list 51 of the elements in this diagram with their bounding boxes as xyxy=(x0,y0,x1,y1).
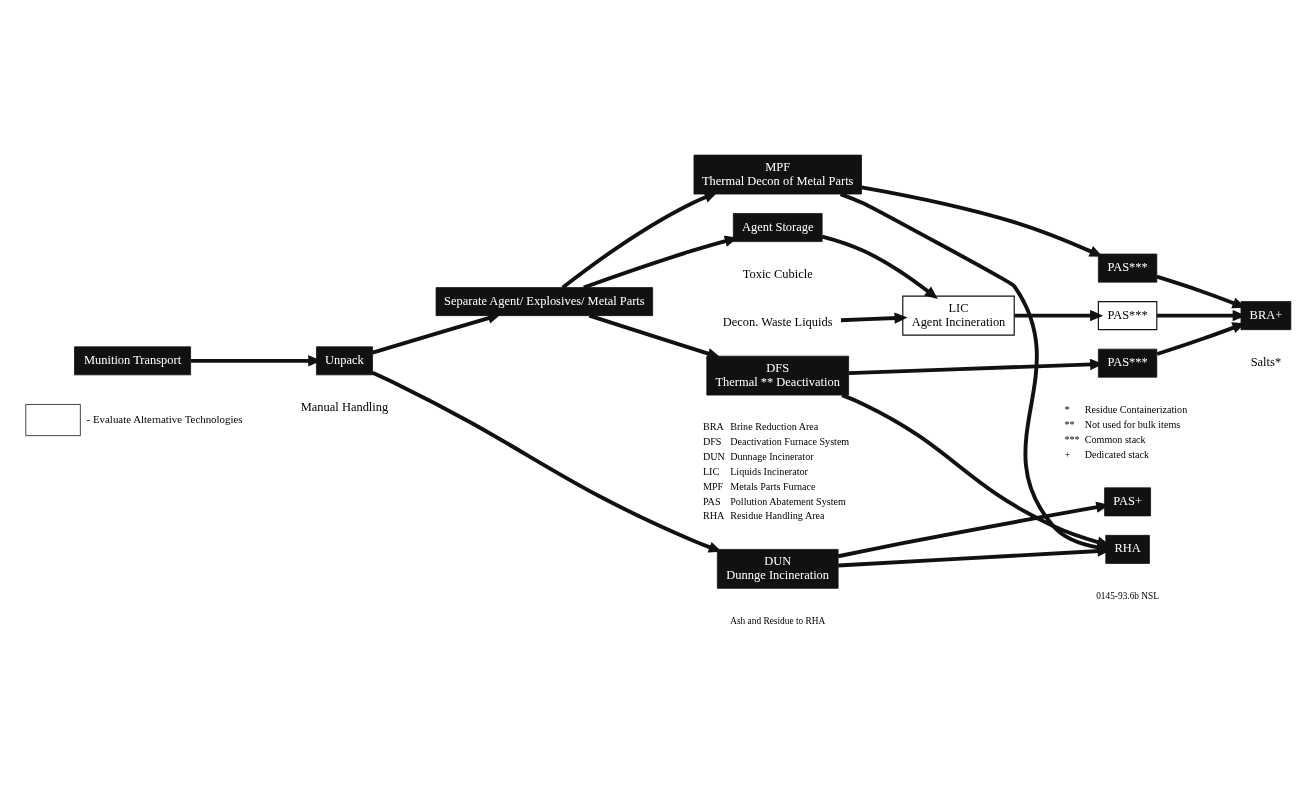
arrow xyxy=(372,312,501,354)
label: PAS xyxy=(702,495,721,507)
label: Residue Containerization xyxy=(1084,403,1188,415)
node-box: Unpack xyxy=(316,345,373,375)
node-box: MPF Thermal Decon of Metal Parts xyxy=(693,154,862,194)
node-box: DFS Thermal ** Deactivation xyxy=(706,355,850,395)
label: Common stack xyxy=(1084,433,1146,445)
node-box: Munition Transport xyxy=(74,345,191,375)
arrow xyxy=(1014,309,1104,321)
label: + xyxy=(1064,448,1071,460)
node-box: RHA xyxy=(1105,534,1150,564)
label: BRA xyxy=(702,420,724,432)
label: Deactivation Furnace System xyxy=(730,435,850,447)
node-text: Decon. Waste Liquids xyxy=(722,314,833,329)
node-box: PAS*** xyxy=(1097,300,1158,330)
label: MPF xyxy=(702,480,724,492)
arrow xyxy=(821,234,938,299)
node-box: Separate Agent/ Explosives/ Metal Parts xyxy=(435,286,654,316)
node-box: PAS+ xyxy=(1104,486,1151,516)
arrow xyxy=(840,311,908,324)
label: LIC xyxy=(702,465,720,477)
label: DUN xyxy=(702,450,725,462)
label: Pollution Abatement System xyxy=(730,495,846,507)
label: RHA xyxy=(702,509,725,521)
node-label: Toxic Cubicle xyxy=(742,266,813,281)
node-box: BRA+ xyxy=(1240,300,1292,330)
label: Dedicated stack xyxy=(1084,448,1150,460)
label: *** xyxy=(1064,433,1080,445)
label: Liquids Incinerator xyxy=(730,465,808,477)
label: DFS xyxy=(702,435,722,447)
legend-label: - Evaluate Alternative Technologies xyxy=(86,412,243,425)
node-label: Salts* xyxy=(1250,354,1282,369)
node-label: Manual Handling xyxy=(300,399,389,414)
node-box: DUN Dunnge Incineration xyxy=(716,548,839,589)
label: Ash and Residue to RHA xyxy=(730,615,826,626)
label: Residue Handling Area xyxy=(730,509,825,521)
label: 0145-93.6b NSL xyxy=(1096,590,1159,601)
label: Dunnage Incinerator xyxy=(730,450,814,462)
label: Not used for bulk items xyxy=(1084,418,1181,430)
label: ** xyxy=(1064,418,1075,430)
arrow xyxy=(861,184,1103,257)
node-box: LIC Agent Incineration xyxy=(902,295,1015,336)
node-box: PAS*** xyxy=(1097,253,1158,282)
arrow xyxy=(561,191,718,289)
arrow xyxy=(588,313,721,359)
arrow xyxy=(371,370,722,553)
label: Metals Parts Furnace xyxy=(730,480,816,492)
node-box: Agent Storage xyxy=(732,212,823,242)
label: * xyxy=(1064,403,1070,415)
node-box: PAS*** xyxy=(1097,348,1158,378)
label: Brine Reduction Area xyxy=(730,420,819,432)
